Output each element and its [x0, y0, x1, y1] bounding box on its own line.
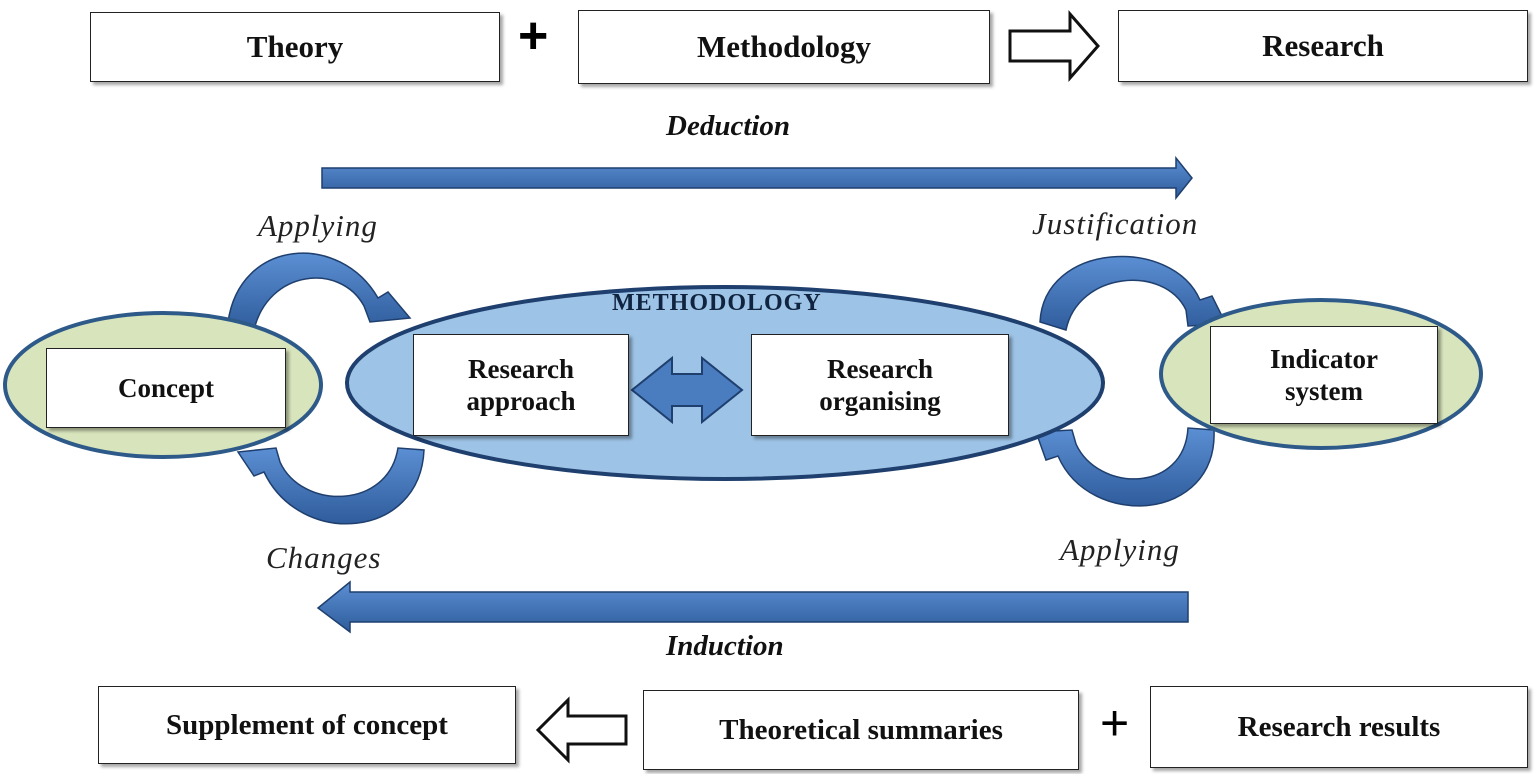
top-methodology-label: Methodology [697, 29, 871, 64]
research-results-box: Research results [1150, 686, 1528, 768]
left-changes-curve-arrow [236, 447, 425, 525]
concept-label: Concept [118, 372, 214, 403]
right-justification-curve-arrow [1039, 255, 1228, 331]
bottom-hollow-arrow [535, 696, 628, 764]
research-organising-line2: organising [819, 386, 941, 416]
theory-label: Theory [246, 29, 344, 64]
research-results-label: Research results [1237, 710, 1441, 743]
induction-label: Induction [666, 630, 784, 662]
left-applying-curve-arrow [227, 252, 412, 331]
methodology-title: METHODOLOGY [612, 290, 822, 316]
research-box: Research [1118, 10, 1528, 82]
research-organising-box: Research organising [751, 334, 1009, 436]
research-approach-line2: approach [466, 386, 576, 416]
induction-arrow [316, 580, 1189, 634]
research-organising-line1: Research [827, 353, 933, 384]
indicator-system-box: Indicator system [1210, 326, 1438, 424]
research-approach-box: Research approach [413, 334, 629, 436]
theoretical-summaries-box: Theoretical summaries [643, 690, 1079, 770]
supplement-box: Supplement of concept [98, 686, 516, 764]
indicator-line2: system [1285, 376, 1363, 406]
left-applying-label: Applying [258, 208, 378, 243]
right-applying-curve-arrow [1034, 427, 1215, 507]
top-methodology-box: Methodology [578, 10, 990, 84]
top-hollow-arrow [1008, 10, 1100, 82]
indicator-line1: Indicator [1270, 343, 1378, 374]
deduction-label: Deduction [666, 110, 791, 142]
right-applying-label: Applying [1060, 532, 1180, 567]
deduction-arrow [321, 155, 1193, 201]
theoretical-summaries-label: Theoretical summaries [719, 713, 1003, 746]
bottom-plus-sign: + [1100, 695, 1130, 751]
top-plus-sign: + [518, 7, 549, 65]
research-approach-line1: Research [468, 353, 574, 384]
research-label: Research [1262, 28, 1384, 63]
right-justification-label: Justification [1032, 206, 1199, 241]
concept-box: Concept [46, 348, 286, 428]
left-changes-label: Changes [266, 540, 382, 575]
theory-box: Theory [90, 12, 500, 82]
double-headed-arrow [630, 355, 744, 425]
supplement-label: Supplement of concept [166, 708, 448, 741]
